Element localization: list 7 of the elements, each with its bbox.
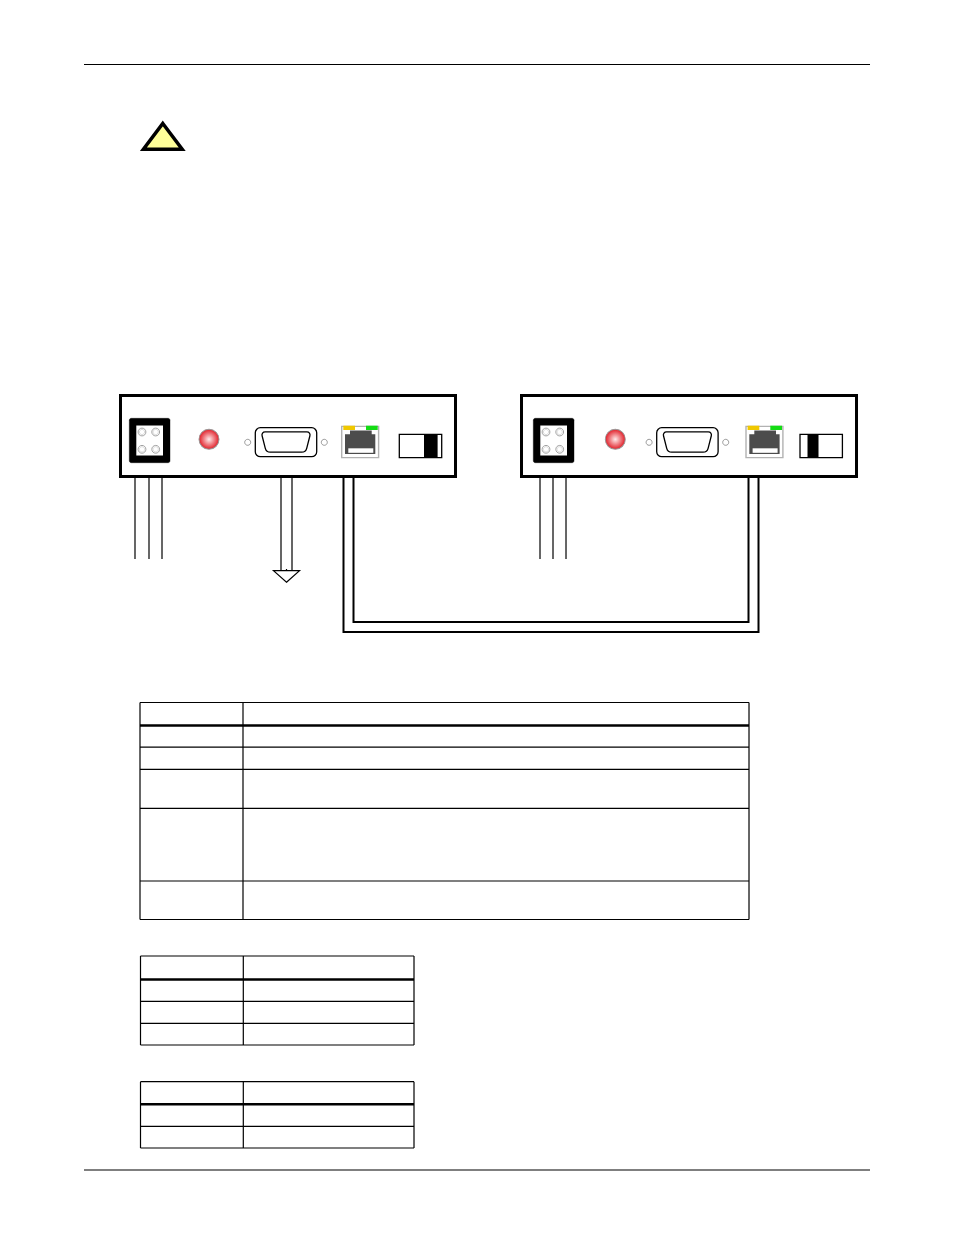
wire bbox=[565, 477, 567, 560]
wire bbox=[148, 477, 150, 560]
wire bbox=[134, 477, 136, 560]
wire bbox=[161, 477, 163, 560]
wire bbox=[552, 477, 554, 560]
cable bbox=[342, 478, 760, 633]
wire bbox=[539, 477, 541, 560]
